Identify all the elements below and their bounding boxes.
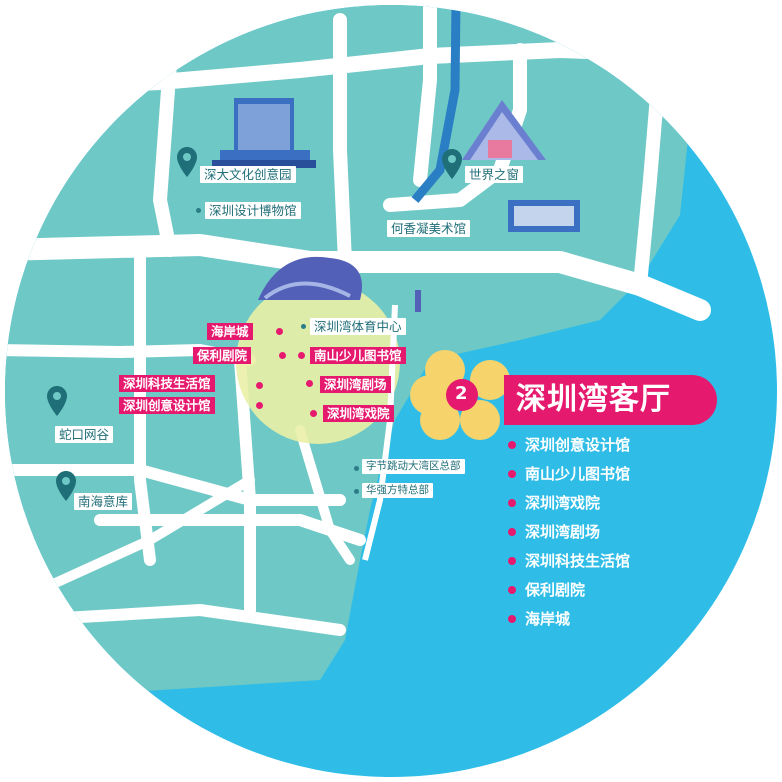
flower-badge (410, 350, 510, 440)
venue-dot (276, 328, 283, 335)
venue-dot (301, 324, 306, 329)
window-world-pyramid (462, 100, 546, 160)
venue-dot (256, 382, 263, 389)
venue-dot (310, 410, 317, 417)
venue-label-fantawild: 华强方特总部 (362, 483, 433, 498)
venue-label-kids-library: 南山少儿图书馆 (310, 347, 406, 364)
location-pin-icon (47, 386, 67, 416)
hxn-museum-building (508, 200, 580, 232)
list-item: 深圳科技生活馆 (508, 547, 630, 576)
pin-label-shekou: 蛇口网谷 (55, 426, 114, 443)
venue-dot (256, 402, 263, 409)
location-pin-icon (177, 147, 197, 177)
venue-dot (279, 352, 286, 359)
hall-list: 深圳创意设计馆 南山少儿图书馆 深圳湾戏院 深圳湾剧场 深圳科技生活馆 保利剧院… (508, 431, 630, 634)
venue-dot (298, 352, 305, 359)
venue-label-bytedance: 字节跳动大湾区总部 (362, 459, 465, 474)
list-item: 保利剧院 (508, 576, 630, 605)
bullet-dot (196, 208, 201, 213)
location-pin-icon (56, 471, 76, 501)
list-item: 南山少儿图书馆 (508, 460, 630, 489)
culture-park-building (212, 98, 316, 168)
hall-title: 深圳湾客厅 (504, 375, 717, 425)
venue-dot (306, 380, 313, 387)
pin-label-design-museum: 深圳设计博物馆 (205, 202, 301, 219)
pin-label-culture-park: 深大文化创意园 (200, 166, 296, 183)
venue-label-bay-opera: 深圳湾戏院 (323, 405, 394, 422)
pin-label-window-world: 世界之窗 (465, 166, 524, 183)
venue-label-tech-life: 深圳科技生活馆 (119, 375, 215, 392)
list-item: 深圳创意设计馆 (508, 431, 630, 460)
list-item: 深圳湾戏院 (508, 489, 630, 518)
venue-label-coastal-city: 海岸城 (207, 323, 253, 340)
sports-center-building (258, 256, 421, 312)
location-pin-icon (442, 149, 462, 179)
river (411, 5, 461, 203)
venue-label-poly-theater: 保利剧院 (193, 347, 252, 364)
bullet-dot (354, 489, 359, 494)
list-item: 海岸城 (508, 605, 630, 634)
badge-number: 2 (455, 383, 468, 404)
venue-label-creative-design: 深圳创意设计馆 (119, 397, 215, 414)
venue-label-sports-center: 深圳湾体育中心 (310, 318, 406, 335)
bullet-dot (354, 466, 359, 471)
pin-label-nanhai: 南海意库 (74, 493, 133, 510)
pin-label-hxn-museum: 何香凝美术馆 (387, 220, 471, 237)
list-item: 深圳湾剧场 (508, 518, 630, 547)
venue-label-bay-theater: 深圳湾剧场 (320, 376, 391, 393)
